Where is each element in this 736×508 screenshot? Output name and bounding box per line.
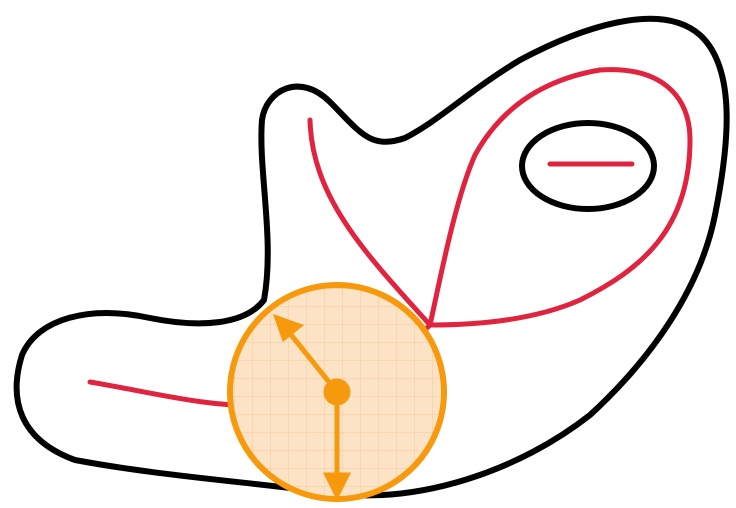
disk-center-dot bbox=[326, 381, 348, 403]
